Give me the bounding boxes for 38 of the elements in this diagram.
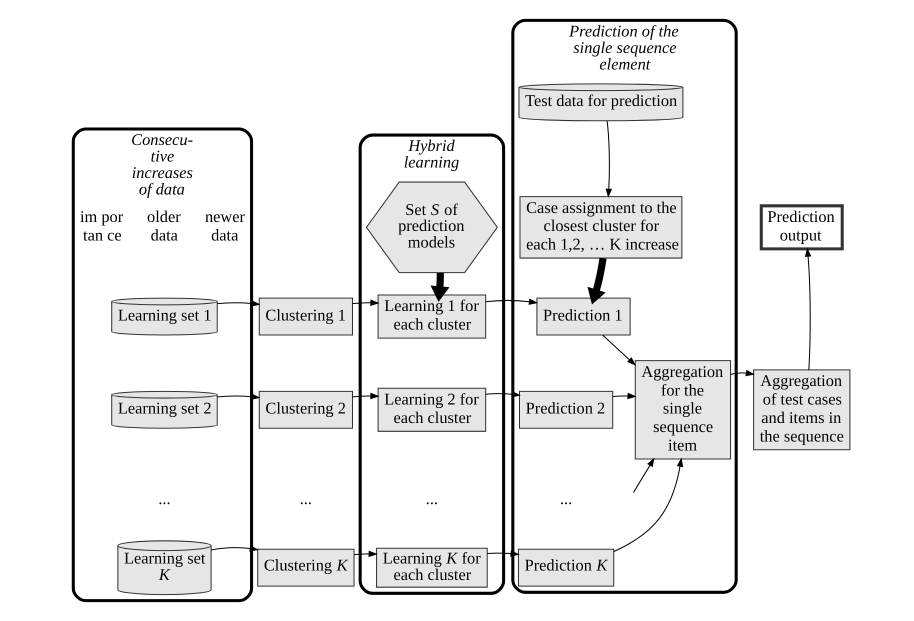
node-box: Case assignment to the closest cluster for each 1,2, … K increase: [518, 196, 682, 259]
label: newer data: [204, 207, 244, 244]
label: older data: [146, 207, 180, 244]
arrow: [804, 248, 811, 370]
node-box: Clustering 2: [258, 390, 352, 429]
arrow: [352, 300, 380, 306]
arrow: [486, 550, 520, 557]
arrow: [430, 272, 449, 302]
arrow: [216, 393, 260, 400]
node-box: Prediction K: [517, 548, 614, 587]
arrow: [354, 550, 378, 558]
arrow: [602, 334, 636, 366]
arrow: [210, 545, 258, 552]
node-box: Aggregation of test cases and items in the sequence: [752, 369, 850, 450]
arrow: [612, 392, 636, 400]
arrow: [730, 370, 754, 376]
node-box: Aggregation for the single sequence item: [634, 360, 731, 460]
node-box: Prediction 1: [536, 298, 630, 336]
arrow: [485, 391, 520, 398]
arrow: [605, 120, 612, 198]
node-box: Clustering K: [256, 548, 354, 587]
label: ...: [559, 488, 572, 508]
label: im por tan ce: [79, 207, 123, 244]
node-box: Learning 1 for each cluster: [377, 294, 486, 339]
node-box: Learning 2 for each cluster: [377, 388, 486, 432]
node-box: Clustering 1: [258, 298, 352, 336]
node-box: Prediction output: [759, 204, 844, 250]
arrow: [216, 300, 260, 307]
label: ...: [299, 488, 312, 508]
label: ...: [158, 488, 170, 508]
arrow: [586, 258, 606, 305]
label: ...: [425, 488, 438, 508]
arrow: [613, 458, 683, 552]
arrow: [485, 298, 538, 305]
node-box: Prediction 2: [518, 390, 613, 429]
arrow: [352, 392, 380, 400]
node-box: Learning K for each cluster: [376, 548, 488, 588]
arrow: [632, 458, 654, 493]
